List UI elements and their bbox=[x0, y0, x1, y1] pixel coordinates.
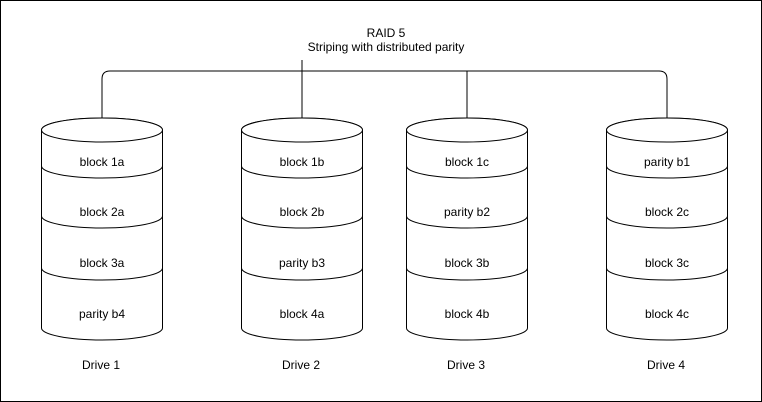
block-label: block 2a bbox=[80, 205, 125, 219]
block-separator bbox=[606, 165, 728, 179]
cylinder-top bbox=[406, 117, 528, 143]
block-label: block 1c bbox=[445, 155, 489, 169]
drives-group: block 1a block 2a block 3a parity b4 Drive 1… bbox=[41, 117, 728, 372]
block-separator bbox=[606, 215, 728, 229]
block-label: block 2c bbox=[645, 205, 689, 219]
block-label: block 1a bbox=[80, 155, 125, 169]
drive-cylinder: block 1b block 2b parity b3 block 4a Drive 2 bbox=[241, 117, 363, 372]
bus-connector bbox=[101, 60, 668, 118]
block-separator bbox=[41, 165, 163, 179]
block-label: block 3b bbox=[445, 256, 490, 270]
drive-cylinder: block 1c parity b2 block 3b block 4b Drive 3 bbox=[406, 117, 528, 372]
drive-cylinder: block 1a block 2a block 3a parity b4 Drive 1 bbox=[41, 117, 163, 372]
block-separator bbox=[41, 215, 163, 229]
block-label: parity b2 bbox=[444, 205, 490, 219]
drive-label: Drive 3 bbox=[447, 358, 485, 372]
block-label: block 4a bbox=[280, 307, 325, 321]
bus-line bbox=[101, 70, 668, 118]
drive-label: Drive 4 bbox=[647, 358, 685, 372]
diagram-title: RAID 5 bbox=[367, 26, 406, 40]
block-label: parity b1 bbox=[644, 155, 690, 169]
block-separator bbox=[606, 267, 728, 281]
block-separator bbox=[406, 267, 528, 281]
drive-cylinder: parity b1 block 2c block 3c block 4c Drive 4 bbox=[606, 117, 728, 372]
block-label: block 3a bbox=[80, 256, 125, 270]
block-separator bbox=[406, 165, 528, 179]
block-label: block 4c bbox=[645, 307, 689, 321]
diagram-subtitle: Striping with distributed parity bbox=[308, 40, 465, 54]
drive-label: Drive 2 bbox=[282, 358, 320, 372]
block-label: block 3c bbox=[645, 256, 689, 270]
block-separator bbox=[241, 165, 363, 179]
block-label: block 2b bbox=[280, 205, 325, 219]
block-separator bbox=[41, 267, 163, 281]
drive-label: Drive 1 bbox=[82, 358, 120, 372]
block-label: parity b4 bbox=[79, 307, 125, 321]
cylinder-top bbox=[606, 117, 728, 143]
block-label: block 4b bbox=[445, 307, 490, 321]
cylinder-top bbox=[241, 117, 363, 143]
block-separator bbox=[241, 215, 363, 229]
block-label: parity b3 bbox=[279, 256, 325, 270]
cylinder-top bbox=[41, 117, 163, 143]
block-label: block 1b bbox=[280, 155, 325, 169]
block-separator bbox=[241, 267, 363, 281]
block-separator bbox=[406, 215, 528, 229]
